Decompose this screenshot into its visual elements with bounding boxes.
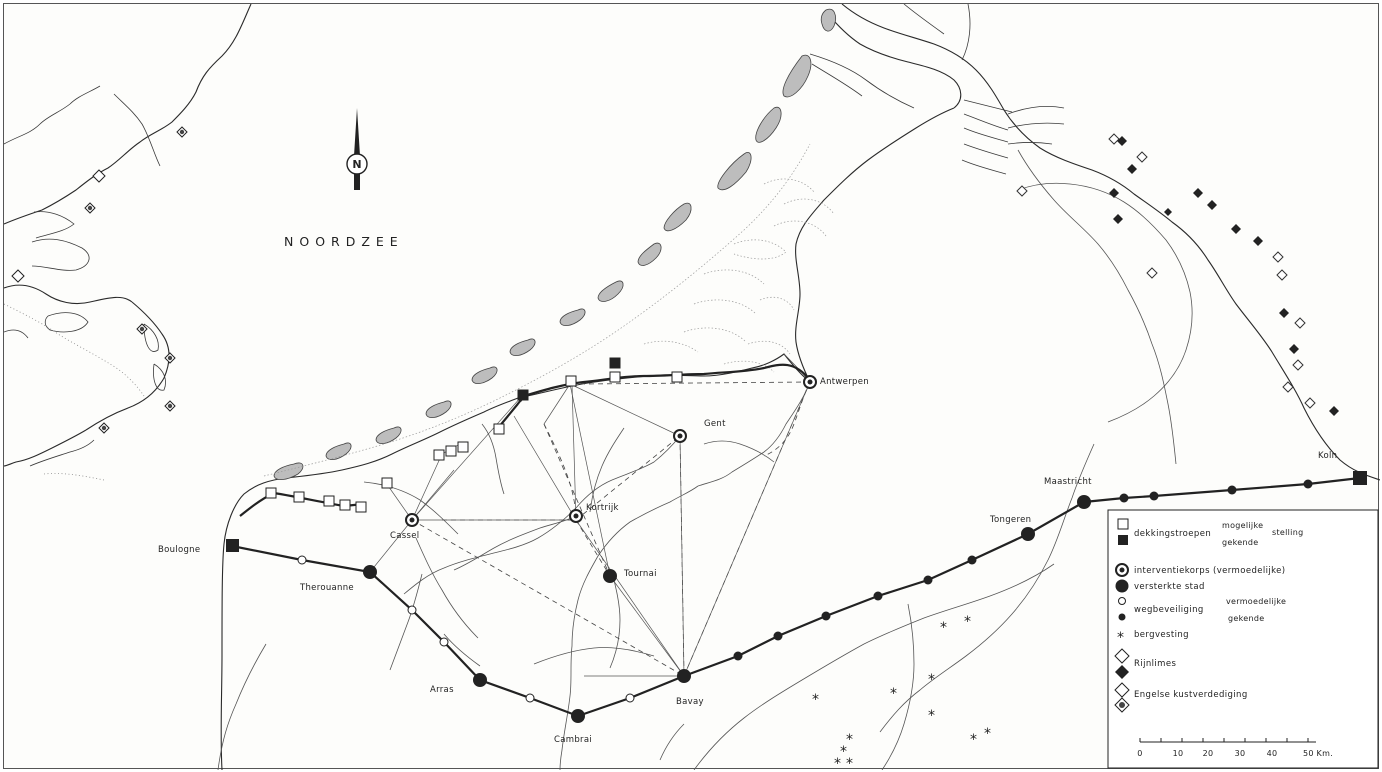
legend-filled-circle-icon <box>1115 579 1129 593</box>
legend-open-square-icon <box>1117 518 1129 530</box>
north-letter: N <box>352 158 361 171</box>
svg-text:*: * <box>812 692 819 708</box>
legend: dekkingstroepen mogelijke stelling geken… <box>1107 509 1379 769</box>
city-labels: Boulogne Therouanne Arras Cambrai Bavay … <box>158 377 1337 745</box>
svg-text:*: * <box>834 756 841 770</box>
legend-filled-dot-icon <box>1118 613 1126 621</box>
scale-tick-30: 30 <box>1235 749 1246 758</box>
svg-text:*: * <box>890 686 897 702</box>
svg-text:*: * <box>970 732 977 748</box>
scale-bar: 0 10 20 30 40 50 Km. <box>1137 738 1333 758</box>
continental-coast <box>220 4 1380 770</box>
legend-ring-icon <box>1115 563 1129 577</box>
city-label-arras: Arras <box>430 685 454 695</box>
historical-map: ** ** ** ** ** ** N NOORDZEE Boulogne Th… <box>4 4 1380 770</box>
rivers <box>217 149 1193 770</box>
rhine-limes-forts <box>1016 133 1339 416</box>
svg-text:*: * <box>846 732 853 748</box>
legend-vermoedelijke: vermoedelijke <box>1226 597 1286 606</box>
intervention-corps <box>405 375 817 527</box>
city-label-tongeren: Tongeren <box>989 515 1031 525</box>
scale-tick-50: 50 Km. <box>1303 749 1333 758</box>
legend-stelling: stelling <box>1272 528 1303 537</box>
scale-tick-10: 10 <box>1173 749 1184 758</box>
svg-text:*: * <box>964 614 971 630</box>
city-label-kortrijk: Kortrijk <box>586 503 619 513</box>
road-guard-posts <box>297 479 1313 703</box>
scale-tick-40: 40 <box>1267 749 1278 758</box>
svg-text:*: * <box>840 744 847 760</box>
city-label-koln: Koln <box>1318 451 1337 461</box>
legend-dotted-diamond-icon <box>1114 697 1130 713</box>
legend-filled-diamond-icon <box>1115 665 1129 679</box>
legend-open-diamond-icon-2 <box>1114 682 1130 698</box>
english-coast-forts <box>11 126 188 434</box>
mountain-fortresses: ** ** ** ** ** ** <box>812 614 991 770</box>
map-frame: ** ** ** ** ** ** N NOORDZEE Boulogne Th… <box>3 3 1380 770</box>
scale-tick-0: 0 <box>1137 749 1142 758</box>
city-label-tournai: Tournai <box>623 569 657 579</box>
city-label-boulogne: Boulogne <box>158 545 200 555</box>
legend-gekende-2: gekende <box>1228 614 1264 623</box>
city-label-cassel: Cassel <box>390 531 419 541</box>
svg-text:*: * <box>846 756 853 770</box>
legend-wegbeveiliging: wegbeveiliging <box>1134 605 1204 615</box>
legend-bergvesting: bergvesting <box>1134 630 1189 640</box>
svg-text:*: * <box>940 620 947 636</box>
sandbanks <box>263 8 836 480</box>
city-label-gent: Gent <box>704 419 726 429</box>
legend-engelse-kustverdediging: Engelse kustverdediging <box>1134 690 1248 700</box>
shoals <box>643 178 835 373</box>
city-label-bavay: Bavay <box>676 697 704 707</box>
legend-rijnlimes: Rijnlimes <box>1134 659 1176 669</box>
legend-open-diamond-icon <box>1114 648 1130 664</box>
legend-dekkingstroepen: dekkingstroepen <box>1134 529 1211 539</box>
road-links <box>369 381 811 677</box>
legend-filled-square-icon <box>1118 535 1128 545</box>
legend-interventiekorps: interventiekorps (vermoedelijke) <box>1134 566 1286 576</box>
svg-text:*: * <box>984 726 991 742</box>
scale-tick-20: 20 <box>1203 749 1214 758</box>
covering-troop-positions <box>265 357 683 513</box>
north-arrow-icon: N <box>346 108 368 190</box>
fortified-towns <box>226 471 1367 723</box>
svg-text:*: * <box>928 672 935 688</box>
legend-open-dot-icon <box>1118 597 1126 605</box>
city-label-maastricht: Maastricht <box>1044 477 1092 487</box>
legend-gekende: gekende <box>1222 538 1258 547</box>
city-label-antwerpen: Antwerpen <box>820 377 869 387</box>
legend-versterkte-stad: versterkte stad <box>1134 582 1205 592</box>
svg-text:*: * <box>928 708 935 724</box>
city-label-cambrai: Cambrai <box>554 735 592 745</box>
english-coast <box>4 4 252 481</box>
city-label-therouanne: Therouanne <box>299 583 354 593</box>
legend-asterisk-icon: * <box>1117 630 1124 646</box>
sea-label: NOORDZEE <box>284 234 404 249</box>
legend-mogelijke: mogelijke <box>1222 521 1263 530</box>
